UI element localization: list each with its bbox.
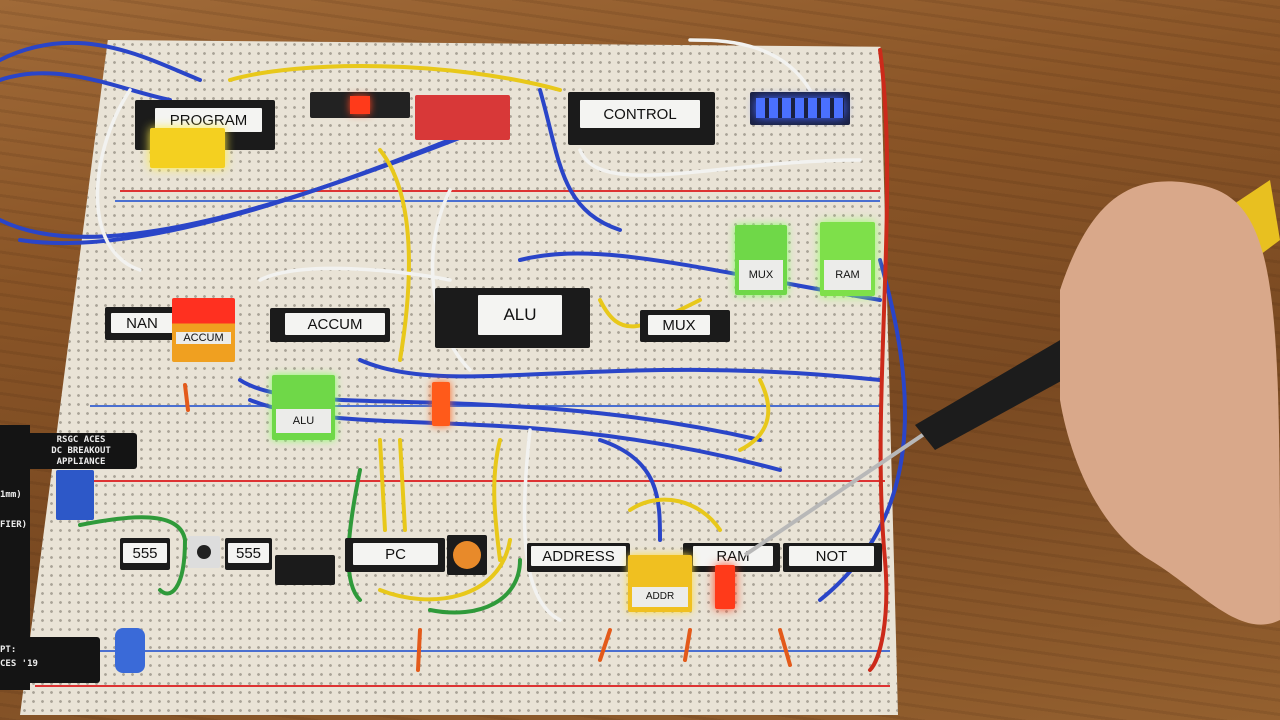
wire: [688, 38, 812, 92]
red-bar-graph-led: [310, 92, 410, 118]
chip-label: ADDRESS: [531, 546, 626, 566]
chip-label: CONTROL: [580, 100, 700, 128]
wire: [538, 88, 622, 232]
power-rail-blue: [115, 200, 880, 202]
wire: [0, 71, 172, 102]
wire: [258, 266, 452, 282]
wire: [628, 497, 722, 532]
wire: [683, 628, 692, 662]
power-rail-red: [120, 190, 880, 192]
wire: [378, 148, 411, 362]
wire: [598, 298, 702, 329]
wire: [738, 378, 771, 452]
ram-led: RAM: [820, 222, 875, 296]
red-led: [432, 382, 450, 426]
capacitor: [115, 628, 145, 673]
chip-label: ACCUM: [285, 313, 385, 335]
wire: [778, 628, 792, 667]
accum-led: ACCUM: [172, 298, 235, 362]
wire: [358, 358, 882, 382]
power-rail-red: [35, 685, 890, 687]
addr-led: ADDR: [628, 555, 692, 612]
power-rail-red: [85, 480, 885, 482]
wire: [598, 438, 662, 542]
pcb-text: PT:: [0, 645, 17, 655]
clock-button[interactable]: [447, 535, 487, 575]
timer-chip-555: 555: [120, 538, 170, 570]
wire: [18, 118, 502, 246]
wire: [378, 438, 387, 532]
address-chip: ADDRESS: [527, 543, 630, 572]
accum-chip: ACCUM: [270, 308, 390, 342]
wire: [398, 438, 407, 532]
wire: [868, 48, 890, 672]
chip-label: NOT: [789, 546, 874, 566]
led-label: RAM: [824, 260, 871, 290]
led-label: MUX: [739, 260, 783, 290]
pcb-text: DC BREAKOUT: [51, 446, 111, 456]
yellow-led-cluster: [150, 128, 225, 168]
chip-label: MUX: [648, 315, 710, 335]
wire: [578, 148, 862, 177]
pcb-text: RSGC ACES: [56, 435, 106, 445]
screwdriver-shaft: [743, 428, 932, 557]
nand-chip: NAN: [105, 307, 175, 340]
led-label: ALU: [276, 409, 331, 433]
red-led: [715, 565, 735, 609]
blue-bar-graph-led: [750, 92, 850, 125]
pc-chip: PC: [345, 538, 445, 572]
mux-led: MUX: [735, 225, 787, 295]
pcb-text: FIER): [0, 520, 28, 530]
chip-label: PROGRAM: [155, 108, 262, 132]
wire: [0, 40, 202, 82]
wire: [430, 188, 472, 372]
led-label: ADDR: [632, 587, 688, 607]
wire: [78, 515, 188, 596]
pcb-text: APPLIANCE: [56, 457, 106, 467]
chip-label: NAN: [111, 313, 173, 333]
led-label: ACCUM: [176, 332, 231, 344]
wire: [522, 428, 562, 622]
wire: [598, 628, 612, 662]
not-chip: NOT: [783, 543, 882, 572]
chip-label: 555: [123, 543, 167, 563]
wire: [95, 88, 142, 272]
mux-chip: MUX: [640, 310, 730, 342]
pcb-text: CES '19: [0, 659, 38, 669]
wire: [183, 383, 190, 412]
pcb-breakout-header: RSGC ACES DC BREAKOUT APPLIANCE: [25, 433, 137, 469]
wire: [518, 251, 882, 302]
wire: [378, 538, 512, 602]
chip-label: 555: [228, 543, 269, 563]
wire: [428, 558, 522, 615]
chip-label: ALU: [478, 295, 562, 335]
potentiometer[interactable]: [56, 470, 94, 520]
wire: [492, 438, 502, 562]
wire: [228, 64, 562, 92]
timer-chip-555: 555: [225, 538, 272, 570]
wire: [416, 628, 422, 672]
power-rail-blue: [40, 650, 890, 652]
pcb-breakout-footer: PT: CES '19: [0, 637, 100, 683]
alu-chip: ALU: [435, 288, 590, 348]
control-chip: CONTROL: [568, 92, 715, 145]
pcb-text: 1mm): [0, 490, 22, 500]
hand: [1060, 181, 1280, 625]
alu-led: ALU: [272, 375, 335, 440]
slide-switch[interactable]: [275, 555, 335, 585]
push-button[interactable]: [188, 536, 220, 568]
dip-switch[interactable]: [415, 95, 510, 140]
chip-label: PC: [353, 543, 438, 565]
